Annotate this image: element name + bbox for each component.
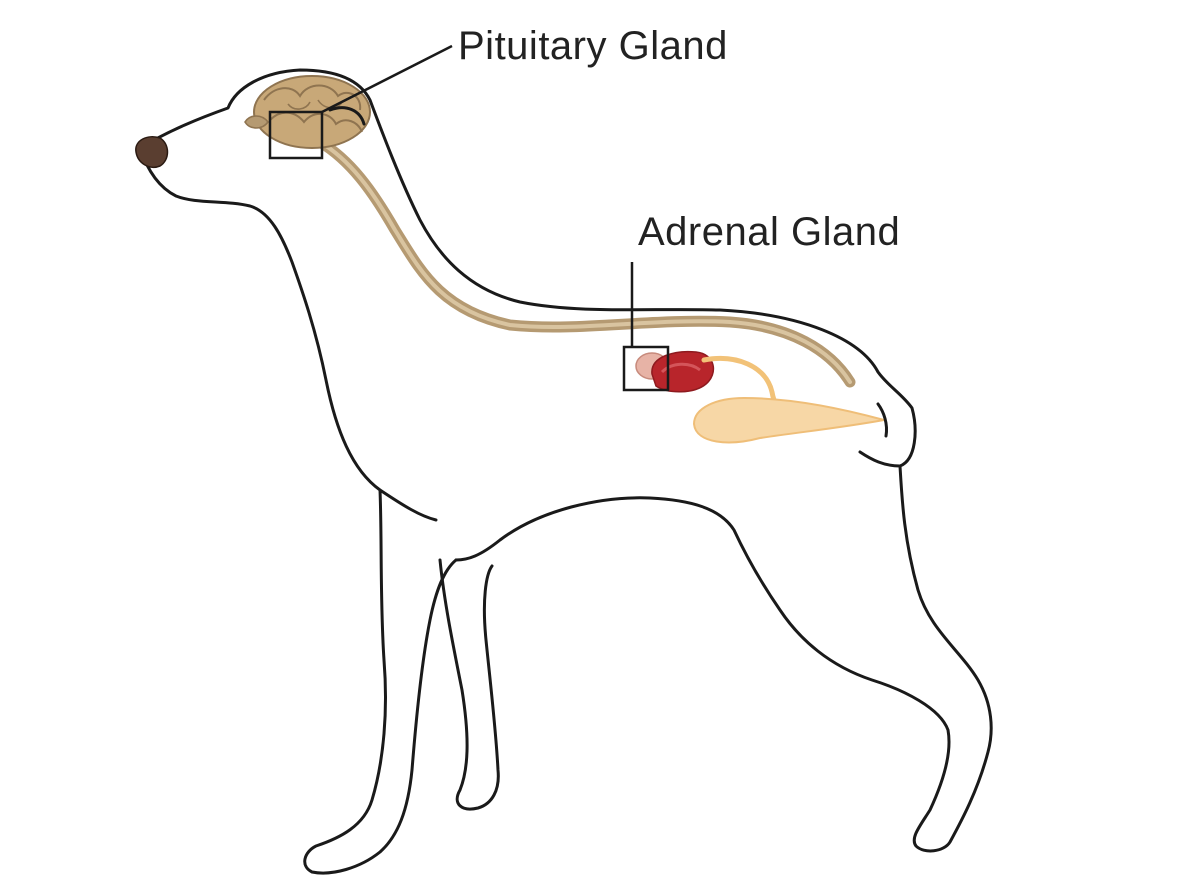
pituitary-box — [268, 110, 324, 160]
pituitary-gland-label: Pituitary Gland — [458, 24, 728, 68]
callouts — [268, 44, 670, 392]
adrenal-box — [622, 345, 670, 392]
dog-tail-outline — [876, 402, 888, 438]
dog-outline — [138, 68, 993, 875]
dog-body-outline — [138, 68, 993, 853]
bladder — [692, 396, 885, 444]
dog-ear-outline — [328, 106, 366, 126]
spinal-cord-highlight — [318, 140, 852, 384]
pituitary-leader-line — [321, 44, 453, 114]
internal-organs — [244, 75, 885, 444]
dog-nose — [135, 136, 169, 168]
dog-front-outline — [138, 146, 458, 875]
adrenal-gland-label: Adrenal Gland — [638, 210, 901, 254]
dog-far-leg-outline — [438, 558, 500, 811]
